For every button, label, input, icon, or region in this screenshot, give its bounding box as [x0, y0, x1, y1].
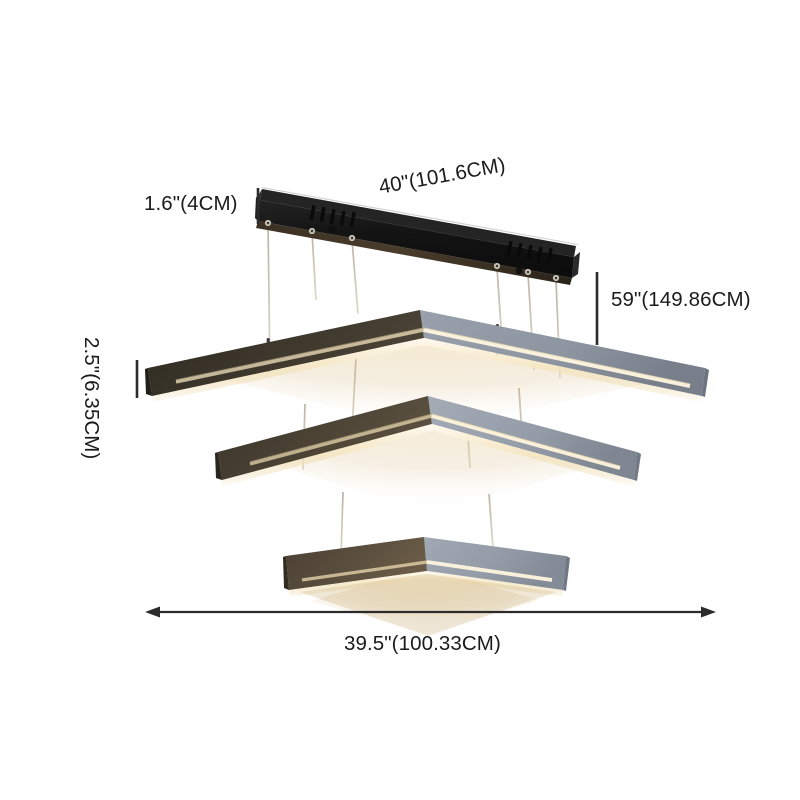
frame-thickness-label: 2.5"(6.35CM): [80, 337, 103, 460]
middle-tier: [215, 396, 641, 512]
overall-width-arrow: [145, 606, 716, 618]
overall-width-label: 39.5"(100.33CM): [344, 632, 501, 655]
dimension-annotations: [135, 188, 716, 618]
canopy-vent-slots: [309, 204, 553, 263]
ceiling-canopy-bar: [255, 184, 580, 285]
top-tier: [145, 310, 709, 430]
total-drop-label: 59"(149.86CM): [611, 288, 751, 311]
canopy-mount-points: [264, 219, 560, 282]
bottom-tier: [283, 537, 570, 636]
canopy-thickness-label: 1.6"(4CM): [144, 192, 238, 215]
